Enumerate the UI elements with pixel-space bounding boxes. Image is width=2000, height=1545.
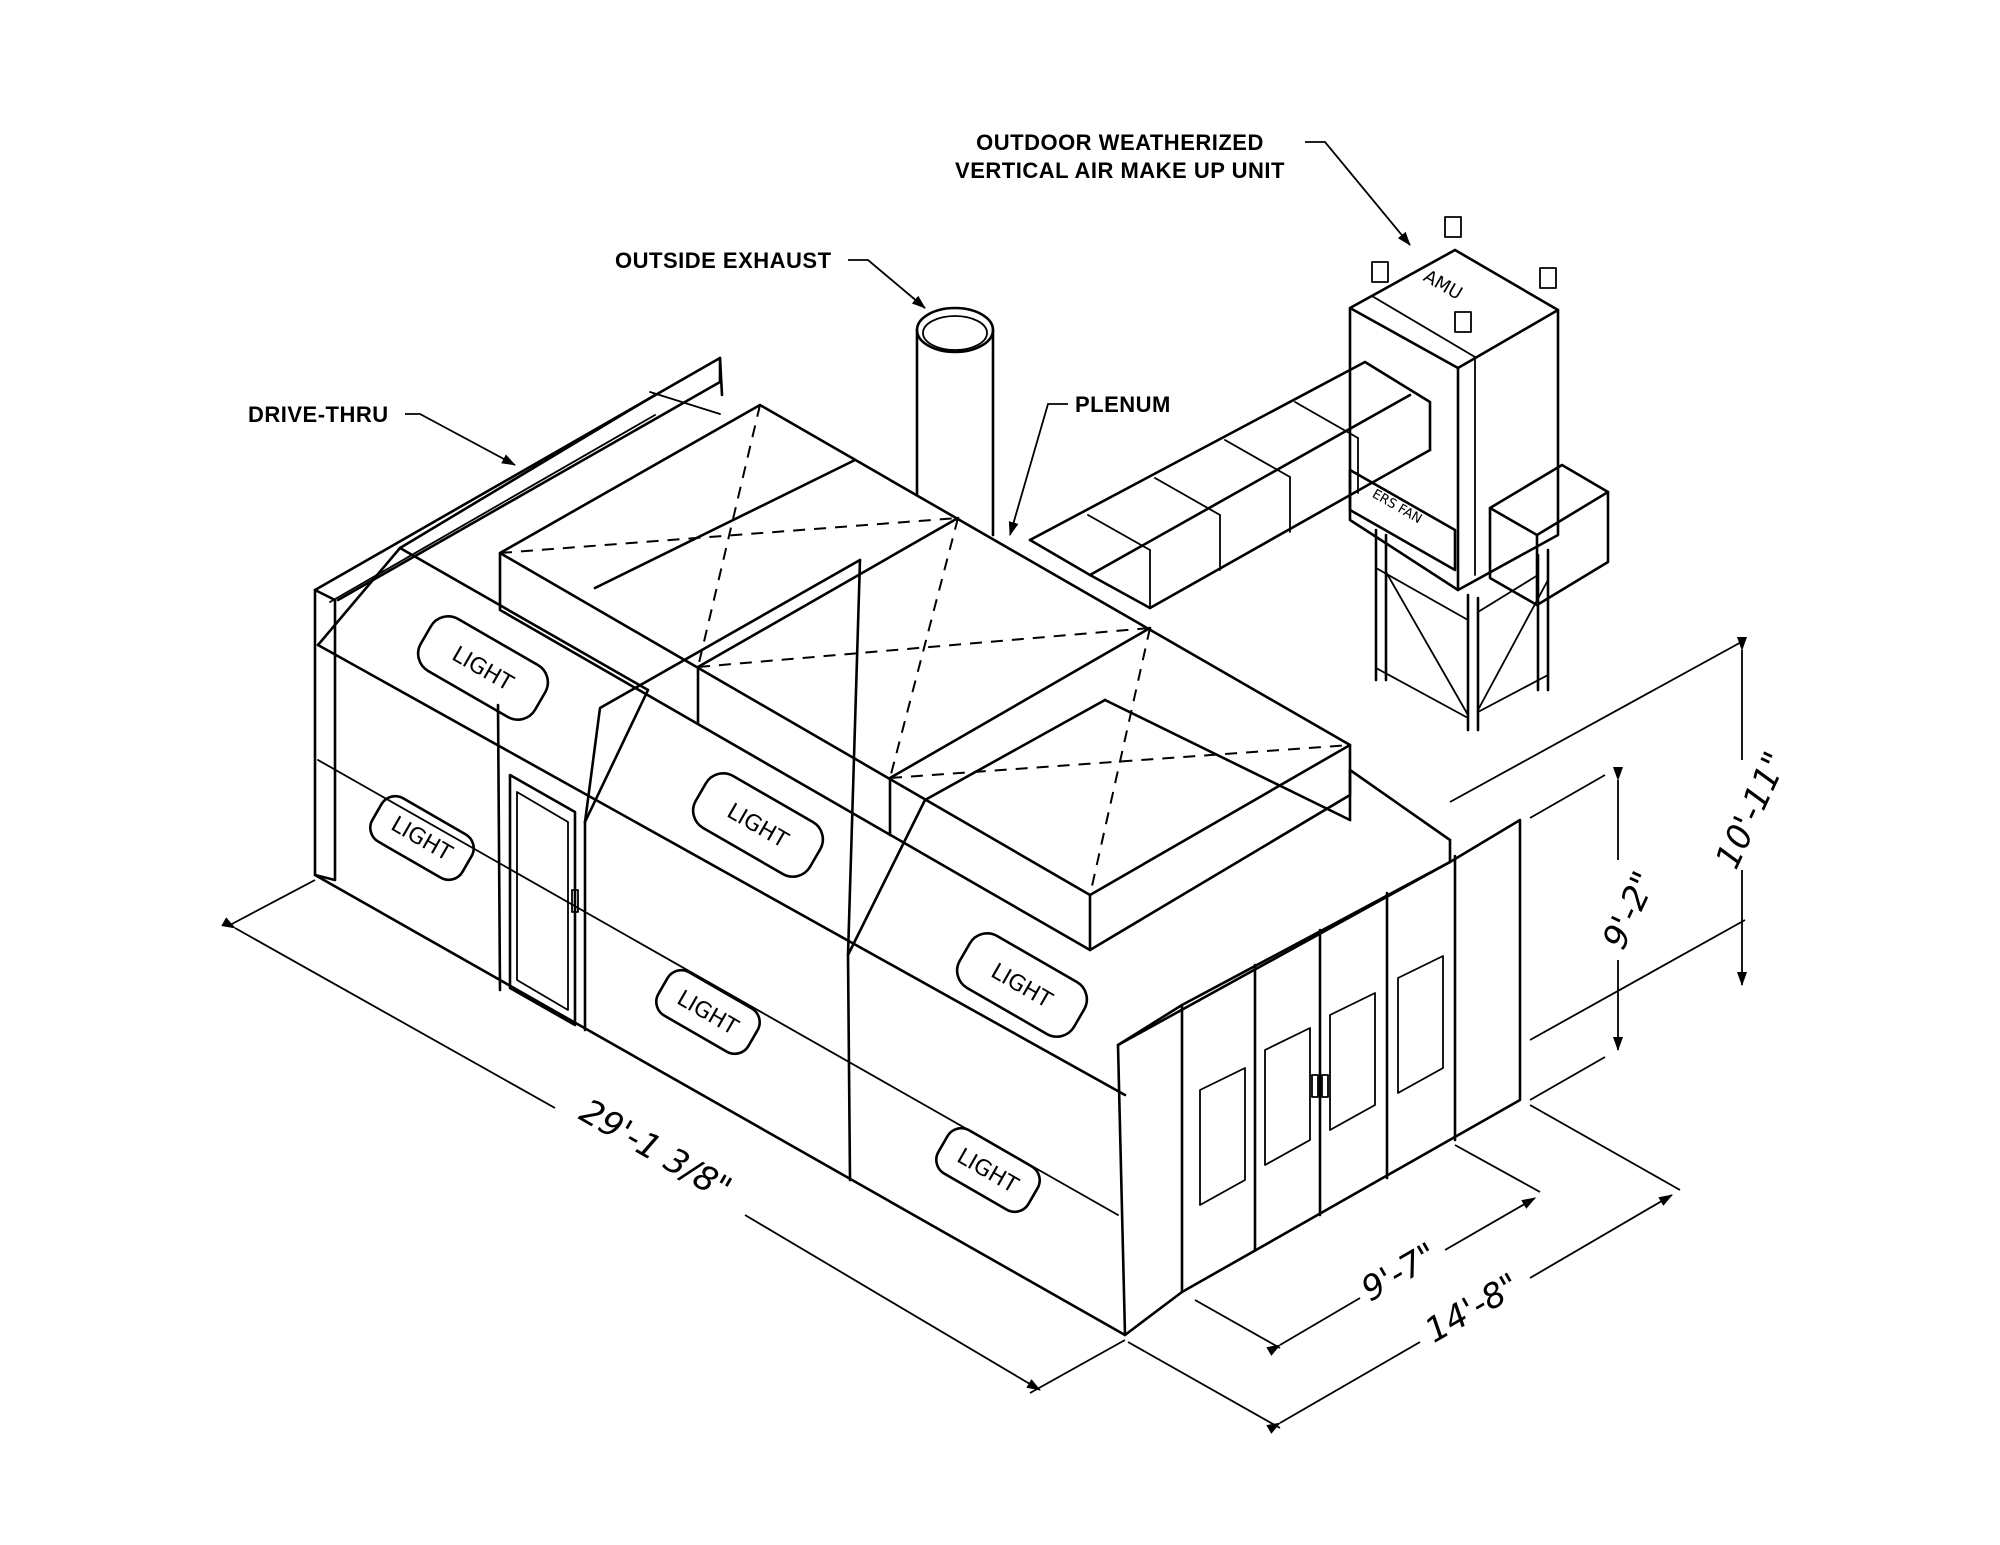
- light-fixtures: LIGHT LIGHT LIGHT LIGHT LIGHT LIGHT AMU …: [369, 266, 1466, 1214]
- amu-callout-line1: OUTDOOR WEATHERIZED: [976, 130, 1264, 155]
- overall-height-dimension: 10'-11": [1708, 746, 1797, 875]
- callouts: OUTDOOR WEATHERIZED VERTICAL AIR MAKE UP…: [248, 130, 1411, 536]
- amu-label: AMU: [1420, 266, 1466, 305]
- roof-plenum: [498, 403, 1352, 952]
- light-label: LIGHT: [953, 1144, 1023, 1199]
- plenum-callout: PLENUM: [1075, 392, 1171, 417]
- light-fixture: LIGHT: [691, 772, 825, 878]
- exhaust-stack: [915, 306, 995, 537]
- light-label: LIGHT: [387, 812, 457, 867]
- door-width-dimension: 9'-7": [1355, 1235, 1445, 1310]
- light-fixture: LIGHT: [935, 1126, 1041, 1214]
- air-make-up-unit: [1348, 216, 1610, 732]
- exhaust-callout: OUTSIDE EXHAUST: [615, 248, 832, 273]
- drive-thru-callout: DRIVE-THRU: [248, 402, 389, 427]
- light-fixture: LIGHT: [655, 968, 761, 1056]
- booth-height-dimension: 9'-2": [1595, 865, 1665, 955]
- length-dimension: 29'-1 3/8": [573, 1091, 738, 1209]
- booth-body: [313, 356, 1522, 1337]
- amu-callout-line2: VERTICAL AIR MAKE UP UNIT: [955, 158, 1285, 183]
- light-fixture: LIGHT: [955, 932, 1089, 1038]
- supply-duct: [1028, 360, 1432, 610]
- light-fixture: LIGHT: [369, 794, 475, 882]
- booth-width-dimension: 14'-8": [1418, 1266, 1526, 1352]
- light-label: LIGHT: [673, 986, 743, 1041]
